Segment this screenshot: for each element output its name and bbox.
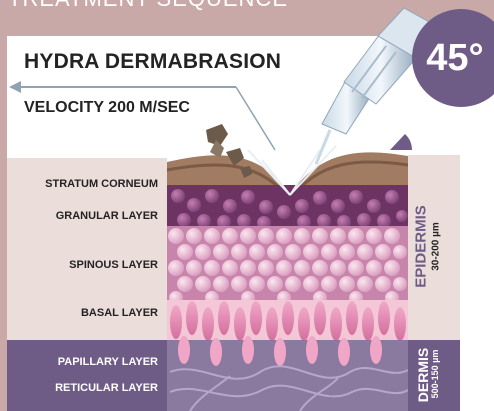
dermis-labels-column: PAPILLARY LAYER RETICULAR LAYER	[7, 340, 167, 411]
diagram-title: HYDRA DERMABRASION	[24, 50, 281, 74]
dermis-shape	[167, 336, 408, 411]
dermis-zone: DERMIS 500-150 µm	[408, 340, 460, 411]
epidermis-zone: EPIDERMIS 30-200 µm	[408, 155, 460, 340]
dermis-thickness: 500-150 µm	[430, 341, 440, 407]
diagram-subtitle: VELOCITY 200 M/SEC	[24, 99, 190, 117]
epidermis-labels-column: STRATUM CORNEUM GRANULAR LAYER SPINOUS L…	[7, 158, 167, 340]
velocity-arrow-line	[14, 86, 236, 88]
label-spinous-layer: SPINOUS LAYER	[8, 259, 158, 271]
dermis-title: DERMIS	[415, 340, 431, 410]
pointer-line	[236, 87, 275, 150]
basal-layer-shape	[167, 300, 408, 342]
label-reticular-layer: RETICULAR LAYER	[8, 382, 158, 394]
angle-value: 45°	[426, 37, 483, 80]
spinous-layer-shape	[167, 226, 408, 305]
epidermis-thickness: 30-200 µm	[431, 207, 442, 287]
angle-wedge	[390, 134, 412, 150]
label-papillary-layer: PAPILLARY LAYER	[8, 356, 158, 368]
label-stratum-corneum: STRATUM CORNEUM	[8, 178, 158, 190]
velocity-arrow-head	[9, 81, 21, 93]
label-basal-layer: BASAL LAYER	[8, 307, 158, 319]
label-granular-layer: GRANULAR LAYER	[8, 210, 158, 222]
epidermis-title: EPIDERMIS	[413, 202, 430, 292]
